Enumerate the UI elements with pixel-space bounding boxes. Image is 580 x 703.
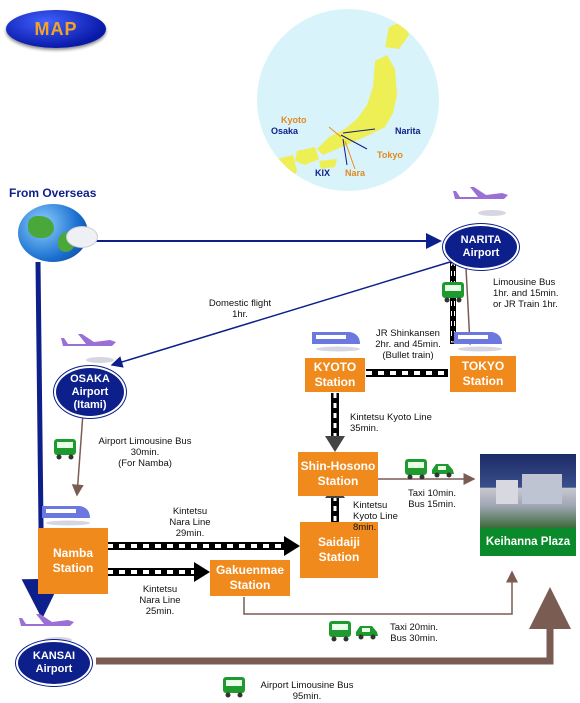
route-gakuenmae-keihanna — [243, 570, 518, 615]
japan-map-inset: Kyoto Osaka Narita Tokyo KIX Nara — [257, 9, 439, 191]
map-title: MAP — [34, 18, 78, 39]
label-kintetsu-kyoto: Kintetsu Kyoto Line 35min. — [350, 412, 432, 434]
bus-icon — [222, 676, 246, 698]
bus-icon — [441, 281, 465, 303]
label-limousine-narita: Limousine Bus 1hr. and 15min. or JR Trai… — [493, 277, 559, 310]
japan-shape — [275, 21, 409, 187]
cloud-icon — [66, 226, 98, 248]
bus-icon — [328, 620, 352, 642]
bus-icon — [404, 458, 428, 480]
node-tokyo-station[interactable]: TOKYO Station — [450, 356, 516, 392]
node-keihanna-plaza[interactable]: Keihanna Plaza — [480, 528, 576, 556]
node-gakuenmae-station[interactable]: Gakuenmae Station — [210, 560, 290, 596]
map-label-kyoto: Kyoto — [281, 115, 307, 125]
bus-icon — [53, 438, 77, 460]
keihanna-plaza-photo — [480, 454, 576, 528]
car-icon — [430, 460, 456, 478]
car-icon — [354, 622, 380, 640]
map-label-osaka: Osaka — [271, 126, 299, 136]
route-kansai-keihanna — [96, 587, 571, 665]
rail-narita-tokyo — [450, 262, 456, 344]
node-namba-station[interactable]: Namba Station — [38, 528, 108, 594]
map-title-badge: MAP — [6, 10, 106, 48]
label-shinkansen: JR Shinkansen 2hr. and 45min. (Bullet tr… — [375, 328, 441, 361]
map-label-kix: KIX — [315, 168, 331, 178]
route-domestic-flight — [110, 261, 451, 368]
label-taxi-gakuenmae: Taxi 20min. Bus 30min. — [389, 622, 439, 644]
label-taxi-shin-hosono: Taxi 10min. Bus 15min. — [407, 488, 457, 510]
route-itami-namba — [71, 412, 84, 497]
label-nara-line-29: Kintetsu Nara Line 29min. — [169, 506, 211, 539]
node-kansai-airport[interactable]: KANSAI Airport — [16, 640, 92, 686]
train-icon — [40, 498, 92, 526]
train-icon — [452, 324, 504, 352]
route-narita-tokyo — [463, 267, 476, 346]
label-itami-bus: Airport Limousine Bus 30min. (For Namba) — [98, 436, 192, 469]
node-shin-hosono-station[interactable]: Shin-Hosono Station — [298, 452, 378, 496]
label-nara-line-25: Kintetsu Nara Line 25min. — [139, 584, 181, 617]
map-label-tokyo: Tokyo — [377, 150, 403, 160]
from-overseas-label: From Overseas — [9, 186, 97, 200]
node-narita-airport[interactable]: NARITA Airport — [443, 224, 519, 270]
map-label-narita: Narita — [395, 126, 421, 136]
train-icon — [310, 324, 362, 352]
rail-namba-gakuenmae — [107, 568, 195, 576]
label-kyoto-line-8: Kintetsu Kyoto Line 8min. — [353, 500, 398, 533]
label-kansai-bus: Airport Limousine Bus 95min. — [260, 680, 354, 702]
node-kyoto-station[interactable]: KYOTO Station — [305, 358, 365, 392]
node-saidaiji-station[interactable]: Saidaiji Station — [300, 522, 378, 578]
map-label-nara: Nara — [345, 168, 366, 178]
plane-icon — [60, 332, 118, 366]
label-domestic-flight: Domestic flight 1hr. — [208, 298, 272, 320]
node-osaka-airport[interactable]: OSAKA Airport (Itami) — [54, 366, 126, 418]
plane-icon — [452, 185, 510, 219]
